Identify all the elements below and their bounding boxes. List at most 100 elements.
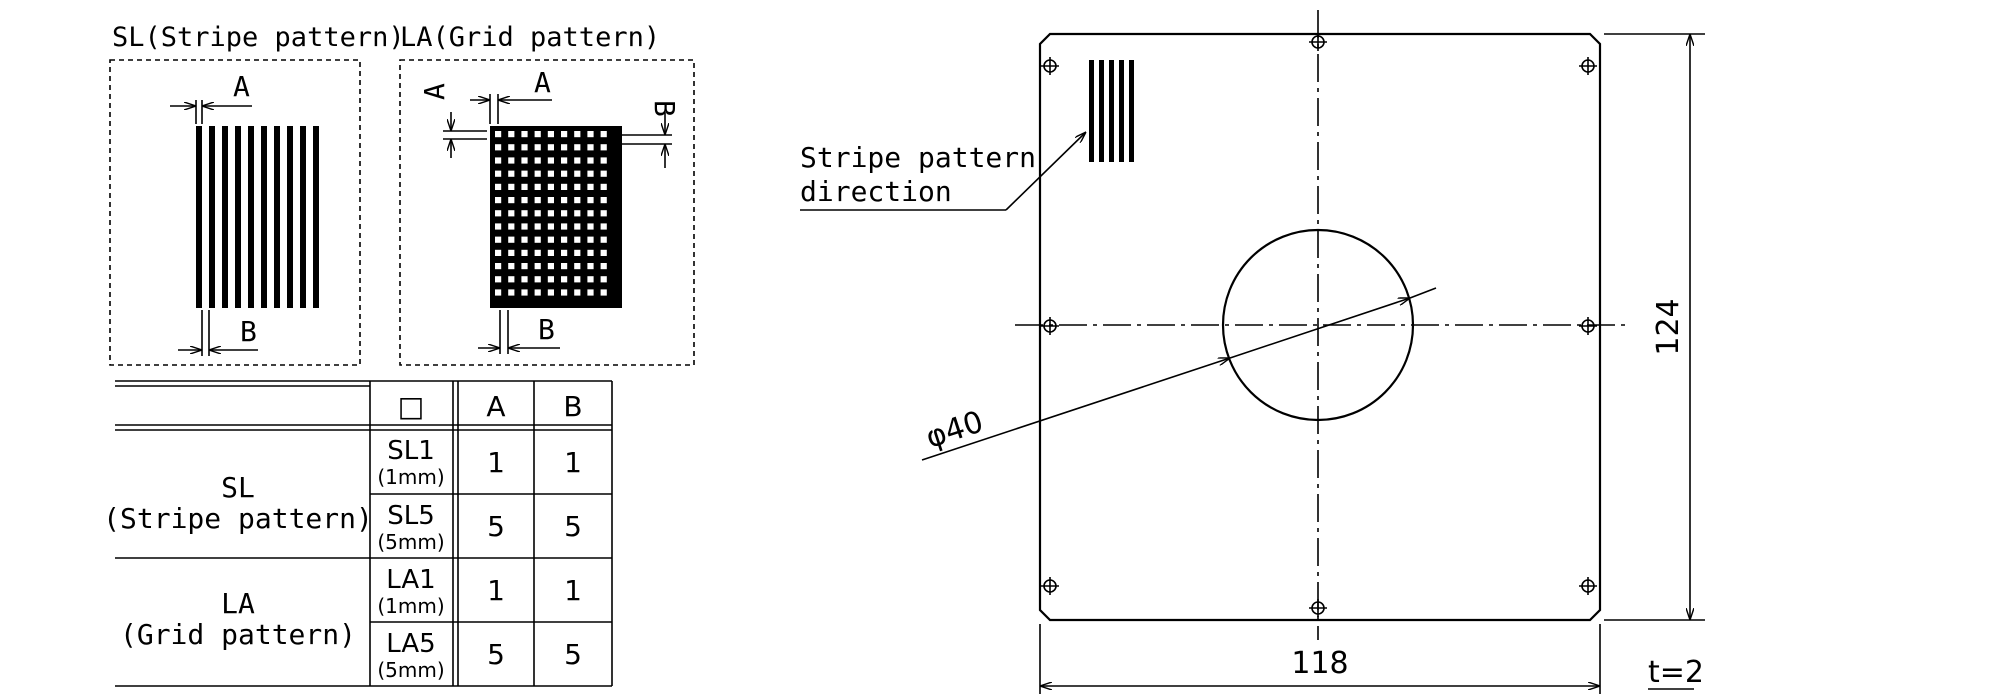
table-row-a: 5: [487, 510, 505, 543]
grid-label-a-horizontal: A: [534, 66, 551, 99]
grid-opening: [561, 183, 568, 190]
grid-opening: [587, 223, 594, 230]
grid-opening: [521, 236, 528, 243]
grid-opening: [600, 249, 607, 256]
mounting-hole: [1041, 57, 1059, 75]
width-label: 118: [1291, 646, 1348, 681]
grid-opening: [521, 223, 528, 230]
mounting-hole: [1309, 599, 1327, 617]
thickness-label: t=2: [1648, 655, 1704, 690]
grid-opening: [574, 263, 581, 270]
table-row-a: 1: [487, 574, 505, 607]
grid-opening: [534, 210, 541, 217]
grid-dim-a-horizontal: A: [470, 66, 552, 124]
grid-opening: [574, 157, 581, 164]
callout-text-line2: direction: [800, 175, 952, 208]
grid-opening: [561, 236, 568, 243]
grid-label-b-horizontal: B: [538, 313, 555, 346]
grid-opening: [508, 289, 515, 296]
table-row-b: 1: [564, 574, 582, 607]
stripe-direction-callout: Stripe pattern direction: [800, 132, 1086, 211]
grid-opening: [574, 223, 581, 230]
grid-opening: [547, 223, 554, 230]
grid-opening: [561, 276, 568, 283]
grid-opening: [508, 131, 515, 138]
grid-opening: [495, 144, 502, 151]
grid-opening: [534, 276, 541, 283]
table-group-subname: (Stripe pattern): [103, 502, 373, 535]
table-row-unit: (1mm): [377, 594, 444, 618]
grid-opening: [495, 210, 502, 217]
grid-opening: [587, 144, 594, 151]
grid-opening: [587, 289, 594, 296]
grid-opening: [561, 131, 568, 138]
grid-opening: [495, 249, 502, 256]
grid-opening: [495, 183, 502, 190]
grid-opening: [600, 276, 607, 283]
grid-opening: [547, 197, 554, 204]
grid-dim-b-horizontal: B: [478, 310, 560, 354]
grid-opening: [547, 157, 554, 164]
grid-pattern-frame: [399, 59, 695, 366]
table-row-unit: (1mm): [377, 465, 444, 489]
callout-text-line1: Stripe pattern: [800, 141, 1036, 174]
grid-opening: [495, 263, 502, 270]
grid-opening: [561, 263, 568, 270]
grid-opening: [600, 144, 607, 151]
grid-opening: [574, 249, 581, 256]
table-row-code: SL1: [387, 436, 435, 466]
grid-opening: [508, 236, 515, 243]
grid-opening: [600, 263, 607, 270]
table-row-code: SL5: [387, 501, 435, 531]
plate-outline: [1038, 32, 1602, 622]
stripe-pattern-frame: [109, 59, 361, 366]
grid-opening: [587, 131, 594, 138]
grid-opening: [508, 183, 515, 190]
grid-opening: [587, 236, 594, 243]
grid-opening: [495, 276, 502, 283]
grid-opening: [600, 210, 607, 217]
table-row-a: 5: [487, 638, 505, 671]
plate-drawing: Stripe pattern direction φ40 118 124: [800, 10, 1705, 694]
table-group-name: LA: [221, 587, 255, 620]
grid-opening: [600, 236, 607, 243]
grid-opening: [547, 210, 554, 217]
grid-opening: [547, 289, 554, 296]
grid-opening: [600, 289, 607, 296]
table-row-b: 5: [564, 510, 582, 543]
grid-opening: [547, 249, 554, 256]
grid-opening: [587, 249, 594, 256]
grid-opening: [561, 157, 568, 164]
grid-opening: [574, 197, 581, 204]
grid-opening: [495, 170, 502, 177]
table-row-b: 1: [564, 446, 582, 479]
stripe-pattern-view: SL(Stripe pattern) A B: [109, 22, 405, 366]
grid-opening: [508, 263, 515, 270]
grid-opening: [521, 144, 528, 151]
grid-opening: [508, 144, 515, 151]
center-hole: [1221, 228, 1415, 422]
stripe-dim-a: A: [170, 70, 252, 124]
stripe-direction-marker: [1089, 60, 1134, 162]
grid-opening: [534, 223, 541, 230]
grid-opening: [508, 249, 515, 256]
grid-opening: [521, 289, 528, 296]
grid-opening: [521, 197, 528, 204]
grid-squares: [490, 126, 622, 308]
hole-diameter-label: φ40: [922, 404, 988, 455]
grid-label-a-vertical: A: [418, 83, 451, 100]
grid-opening: [587, 170, 594, 177]
spec-table: □ A B SL (Stripe pattern) SL1 (1mm) 1 1 …: [103, 380, 613, 687]
grid-opening: [574, 236, 581, 243]
grid-opening: [547, 144, 554, 151]
grid-opening: [547, 183, 554, 190]
grid-opening: [587, 183, 594, 190]
grid-opening: [547, 170, 554, 177]
grid-opening: [495, 131, 502, 138]
grid-pattern-view: LA(Grid pattern) A A B: [399, 22, 695, 366]
grid-opening: [495, 236, 502, 243]
grid-opening: [508, 276, 515, 283]
grid-opening: [508, 210, 515, 217]
grid-dim-a-vertical: A: [418, 83, 487, 158]
mounting-hole: [1309, 33, 1327, 51]
